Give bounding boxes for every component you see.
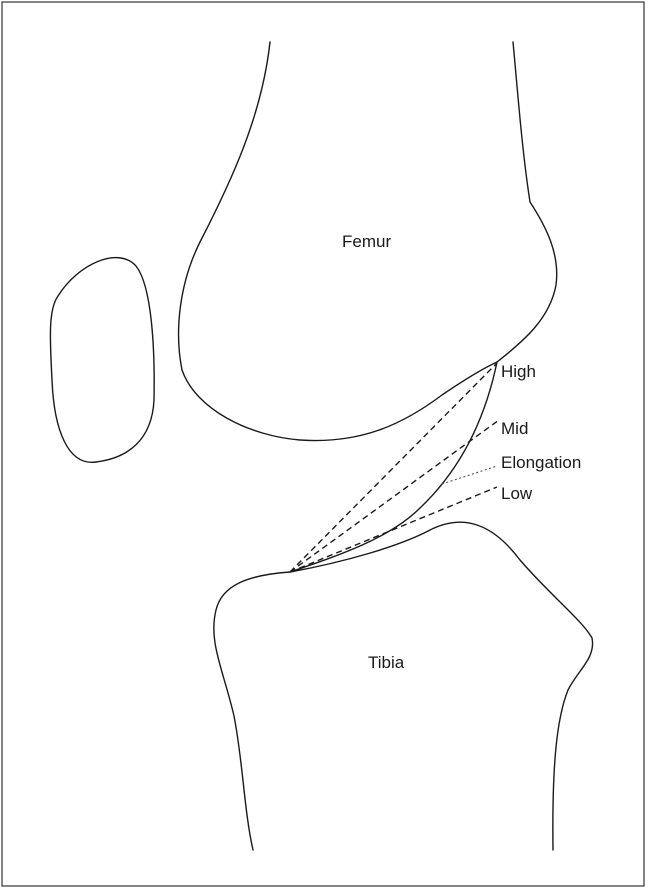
tibia-outline (214, 522, 593, 850)
low-line (290, 487, 497, 572)
mid-line (290, 420, 499, 572)
low-label: Low (501, 484, 533, 503)
tibia-label: Tibia (368, 653, 405, 672)
elongation-leader (442, 466, 497, 484)
patella-outline (50, 258, 154, 463)
high-label: High (501, 362, 536, 381)
high-line (290, 363, 497, 572)
mid-label: Mid (501, 419, 528, 438)
elongation-label: Elongation (501, 453, 581, 472)
femur-label: Femur (342, 232, 391, 251)
